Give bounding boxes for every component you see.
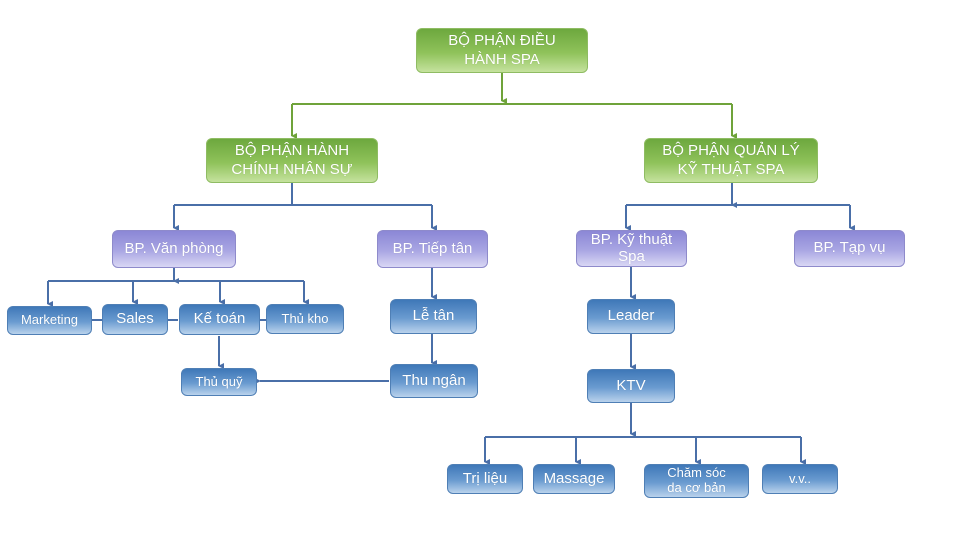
node-tap-vu-label: BP. Tạp vụ bbox=[813, 239, 886, 257]
node-thu-quy[interactable]: Thủ quỹ bbox=[181, 368, 257, 396]
node-leader[interactable]: Leader bbox=[587, 299, 675, 334]
node-ky-thuat-label: BP. Kỹ thuật Spa bbox=[590, 231, 673, 265]
node-hcns-label: BỘ PHẬN HÀNH CHÍNH NHÂN SỰ bbox=[231, 141, 353, 178]
node-ky-thuat-spa[interactable]: BP. Kỹ thuật Spa bbox=[576, 230, 687, 267]
node-cham-soc-da[interactable]: Chăm sóc da cơ bản bbox=[644, 464, 749, 498]
node-thu-ngan[interactable]: Thu ngân bbox=[390, 364, 478, 398]
node-ke-toan-label: Kế toán bbox=[193, 310, 246, 328]
node-root-label: BỘ PHẬN ĐIỀU HÀNH SPA bbox=[448, 31, 556, 68]
node-sales[interactable]: Sales bbox=[102, 304, 168, 335]
node-thu-ngan-label: Thu ngân bbox=[402, 371, 466, 389]
node-ke-toan[interactable]: Kế toán bbox=[179, 304, 260, 335]
node-le-tan-label: Lễ tân bbox=[412, 307, 455, 325]
node-tiep-tan-label: BP. Tiếp tân bbox=[392, 239, 473, 257]
node-sales-label: Sales bbox=[116, 310, 154, 328]
node-thu-kho[interactable]: Thủ kho bbox=[266, 304, 344, 334]
node-massage-label: Massage bbox=[543, 469, 605, 487]
node-root[interactable]: BỘ PHẬN ĐIỀU HÀNH SPA bbox=[416, 28, 588, 73]
node-hanh-chinh-nhan-su[interactable]: BỘ PHẬN HÀNH CHÍNH NHÂN SỰ bbox=[206, 138, 378, 183]
node-quan-ly-ky-thuat[interactable]: BỘ PHẬN QUẢN LÝ KỸ THUẬT SPA bbox=[644, 138, 818, 183]
node-marketing[interactable]: Marketing bbox=[7, 306, 92, 335]
node-vv-label: v.v.. bbox=[789, 470, 811, 486]
node-tri-lieu[interactable]: Trị liệu bbox=[447, 464, 523, 494]
node-tap-vu[interactable]: BP. Tạp vụ bbox=[794, 230, 905, 267]
node-le-tan[interactable]: Lễ tân bbox=[390, 299, 477, 334]
node-tiep-tan[interactable]: BP. Tiếp tân bbox=[377, 230, 488, 268]
node-van-phong-label: BP. Văn phòng bbox=[124, 239, 224, 257]
node-massage[interactable]: Massage bbox=[533, 464, 615, 494]
node-qlkt-label: BỘ PHẬN QUẢN LÝ KỸ THUẬT SPA bbox=[662, 141, 800, 178]
node-van-phong[interactable]: BP. Văn phòng bbox=[112, 230, 236, 268]
node-cham-soc-da-label: Chăm sóc da cơ bản bbox=[667, 465, 726, 495]
node-ktv[interactable]: KTV bbox=[587, 369, 675, 403]
node-ktv-label: KTV bbox=[616, 376, 646, 394]
node-marketing-label: Marketing bbox=[20, 312, 79, 328]
node-thu-quy-label: Thủ quỹ bbox=[195, 373, 243, 389]
node-tri-lieu-label: Trị liệu bbox=[462, 469, 508, 487]
node-leader-label: Leader bbox=[607, 307, 655, 325]
node-vv[interactable]: v.v.. bbox=[762, 464, 838, 494]
node-thu-kho-label: Thủ kho bbox=[281, 310, 329, 326]
